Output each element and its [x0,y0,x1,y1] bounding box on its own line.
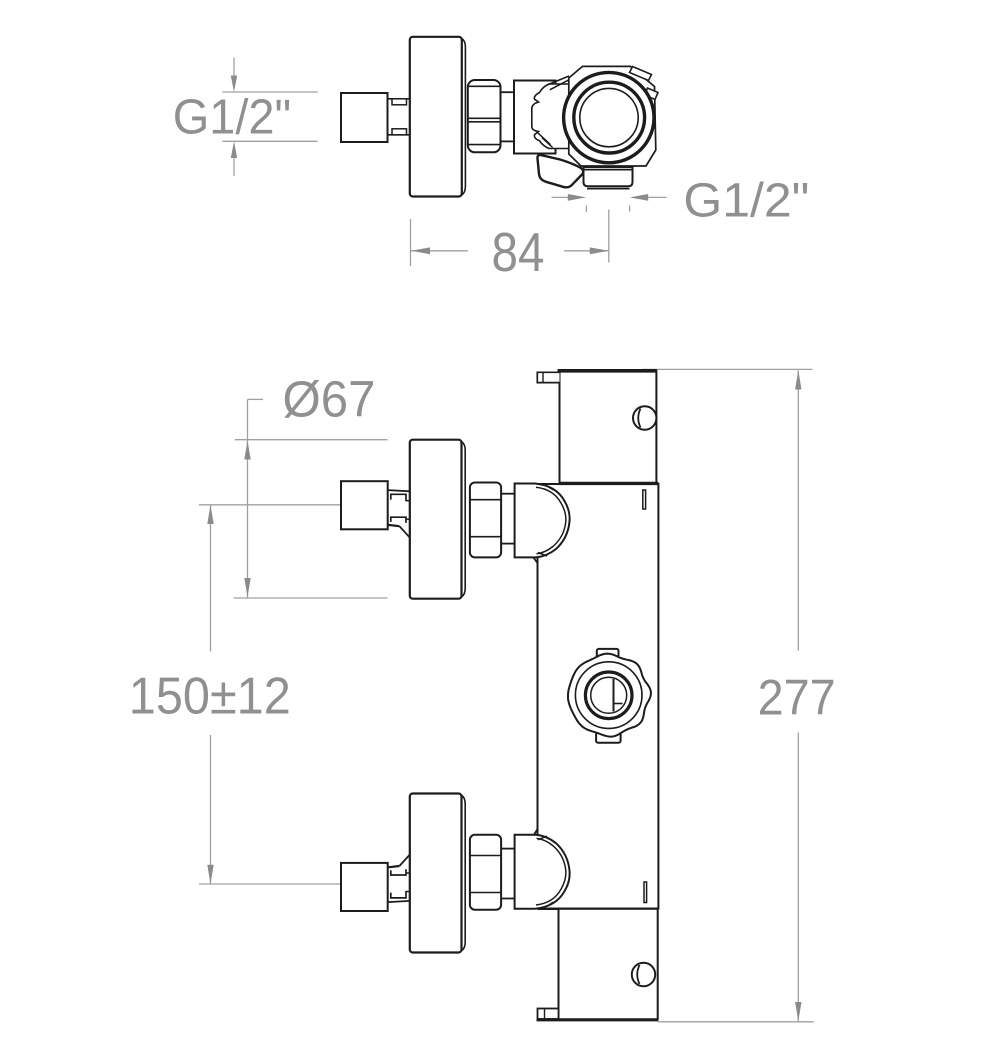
svg-text:G1/2": G1/2" [683,174,809,228]
svg-text:Ø67: Ø67 [283,371,376,428]
svg-text:150±12: 150±12 [129,668,291,726]
svg-text:84: 84 [492,221,545,283]
svg-text:G1/2": G1/2" [173,90,292,145]
svg-text:277: 277 [758,670,836,726]
